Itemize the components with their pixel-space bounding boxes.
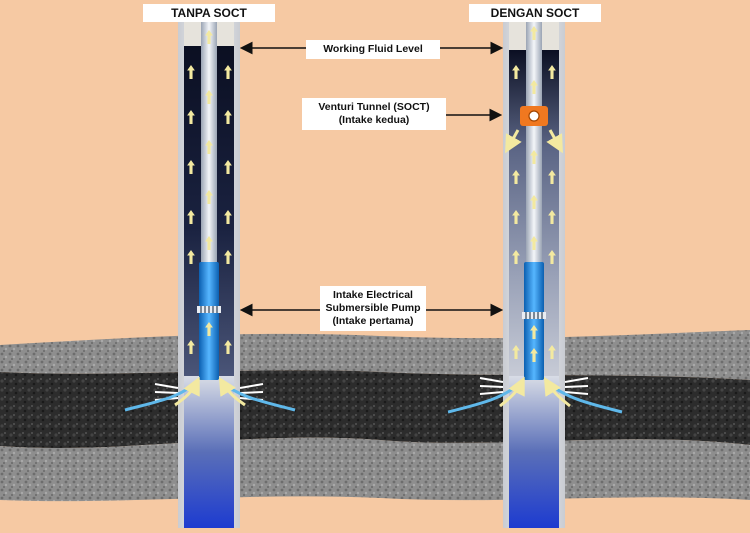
callout-venturi-line1: Venturi Tunnel (SOCT) [318,101,430,113]
lower-gray-formation [0,437,750,502]
title-without-soct: TANPA SOCT [143,4,275,22]
right-tubing [526,20,542,264]
dark-reservoir-formation [0,370,750,448]
well-right [447,20,623,528]
callout-esp-line1: Intake Electrical [333,289,413,301]
callout-esp-line3: (Intake pertama) [332,315,414,327]
venturi-tunnel-soct [505,106,563,154]
right-perforations [479,377,589,395]
callout-esp-line2: Submersible Pump [325,302,421,314]
left-pump [199,262,219,380]
callout-working-fluid-level-text: Working Fluid Level [323,43,423,55]
formation-layers [0,330,750,502]
well-left [124,20,296,528]
callout-esp-intake: Intake Electrical Submersible Pump (Inta… [320,286,426,331]
right-pump [524,262,544,380]
left-bottom-fluid [184,376,234,528]
callout-venturi-line2: (Intake kedua) [338,114,410,126]
callout-working-fluid-level: Working Fluid Level [306,40,440,59]
callout-venturi-tunnel: Venturi Tunnel (SOCT) (Intake kedua) [302,98,446,130]
left-inflow-arrows [124,376,296,412]
right-pump-intake-holes [522,312,546,319]
callout-pointers [239,41,504,317]
title-with-soct: DENGAN SOCT [469,4,601,22]
left-pump-intake-holes [197,306,221,313]
right-bottom-fluid [509,376,559,528]
right-inflow-arrows [447,376,623,414]
